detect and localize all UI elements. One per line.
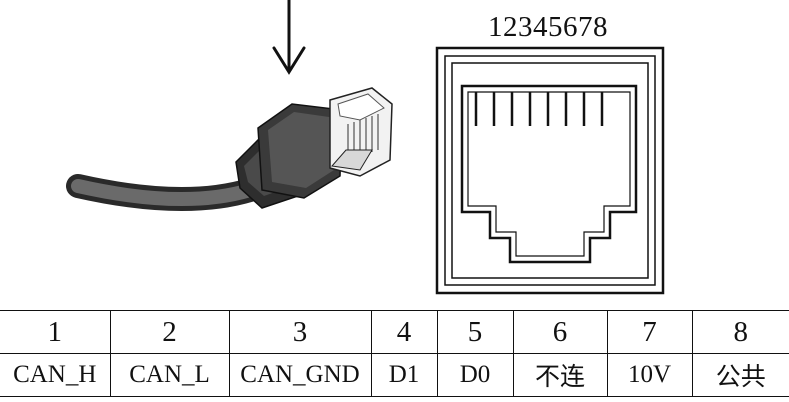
pin-signal-cell: 10V xyxy=(606,353,693,397)
pin-signal-cell: 不连 xyxy=(512,353,608,397)
pin-number-cell: 2 xyxy=(109,310,230,354)
pin-number-cell: 3 xyxy=(228,310,372,354)
pin-number-cell: 6 xyxy=(512,310,608,354)
down-arrow-icon xyxy=(272,0,306,75)
pin-numbers-label: 12345678 xyxy=(488,11,608,43)
pin-signal-cell: D1 xyxy=(370,353,438,397)
pin-number-cell: 4 xyxy=(370,310,438,354)
rj45-connector-figure: 12345678 xyxy=(66,0,665,295)
pin-number-cell: 7 xyxy=(606,310,693,354)
pin-number-row: 1 2 3 4 5 6 7 8 xyxy=(0,310,789,354)
pin-number-cell: 1 xyxy=(0,310,111,354)
pin-signal-cell: CAN_GND xyxy=(228,353,372,397)
pin-number-cell: 5 xyxy=(436,310,514,354)
pin-signal-cell: CAN_L xyxy=(109,353,230,397)
pin-signal-cell: 公共 xyxy=(691,353,789,397)
pin-signal-cell: D0 xyxy=(436,353,514,397)
rj45-plug-icon xyxy=(66,87,393,212)
pin-signal-cell: CAN_H xyxy=(0,353,111,397)
rj45-jack-icon xyxy=(435,46,665,295)
pin-assignment-table: 1 2 3 4 5 6 7 8 CAN_H CAN_L CAN_GND D1 D… xyxy=(0,310,789,397)
pin-number-cell: 8 xyxy=(691,310,789,354)
pin-signal-row: CAN_H CAN_L CAN_GND D1 D0 不连 10V 公共 xyxy=(0,353,789,397)
